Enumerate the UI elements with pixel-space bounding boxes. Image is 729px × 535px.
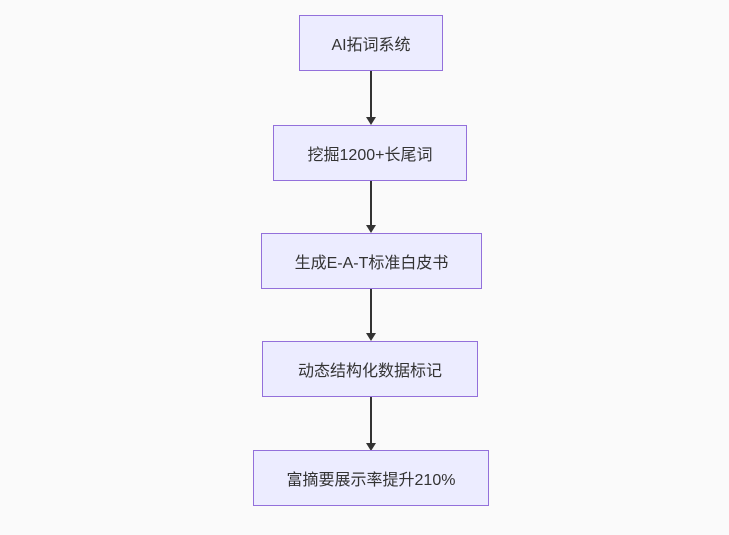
- flow-node-ai-keyword-system: AI拓词系统: [299, 15, 443, 71]
- flow-node-longtail-mining: 挖掘1200+长尾词: [273, 125, 467, 181]
- flow-arrow-down-icon: [366, 181, 376, 233]
- flow-node-rich-snippet-result: 富摘要展示率提升210%: [253, 450, 489, 506]
- flow-node-label: 挖掘1200+长尾词: [307, 147, 433, 164]
- flow-node-label: AI拓词系统: [331, 37, 411, 54]
- flow-node-eat-whitepaper: 生成E-A-T标准白皮书: [261, 233, 482, 289]
- flow-node-label: 生成E-A-T标准白皮书: [294, 255, 449, 272]
- flow-node-structured-data-markup: 动态结构化数据标记: [262, 341, 478, 397]
- flow-node-label: 动态结构化数据标记: [297, 363, 442, 380]
- flow-arrow-down-icon: [366, 397, 376, 451]
- flow-arrow-down-icon: [366, 289, 376, 341]
- flow-arrow-down-icon: [366, 71, 376, 125]
- flow-node-label: 富摘要展示率提升210%: [286, 472, 456, 489]
